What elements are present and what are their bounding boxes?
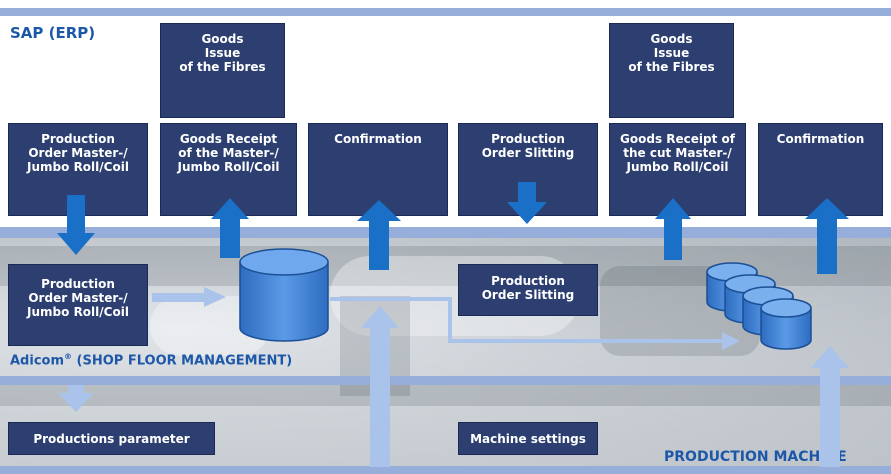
- machine-bottom-stripe: [0, 466, 891, 474]
- production-machine-title: PRODUCTION MACHINE: [664, 449, 847, 465]
- light-connector-lines: [330, 297, 726, 343]
- adicom-bottom-stripe: [0, 376, 891, 385]
- adicom-production-order-master-box: Production Order Master-/ Jumbo Roll/Coi…: [8, 264, 148, 346]
- arrow-up-icon: [805, 198, 849, 274]
- productions-parameter-box: Productions parameter: [8, 422, 215, 455]
- database-stack-icon: [706, 262, 812, 350]
- sap-goods-receipt-cut-box: Goods Receipt of the cut Master-/ Jumbo …: [609, 123, 746, 216]
- arrow-right-icon: [152, 287, 226, 307]
- arrow-right-icon: [722, 332, 740, 350]
- sap-confirmation-1-box: Confirmation: [308, 123, 448, 216]
- arrow-up-icon: [361, 306, 399, 467]
- adicom-title-reg: ®: [64, 352, 73, 361]
- arrow-down-icon: [58, 385, 94, 412]
- arrow-up-icon: [211, 198, 249, 258]
- sap-confirmation-2-box: Confirmation: [758, 123, 883, 216]
- arrow-up-icon: [357, 200, 401, 270]
- goods-issue-fibres-1-box: Goods Issue of the Fibres: [160, 23, 285, 118]
- machine-settings-box: Machine settings: [458, 422, 598, 455]
- arrow-up-icon: [655, 198, 691, 260]
- goods-issue-fibres-2-box: Goods Issue of the Fibres: [609, 23, 734, 118]
- adicom-title-rest: (SHOP FLOOR MANAGEMENT): [72, 353, 293, 369]
- arrow-down-icon: [57, 195, 95, 255]
- top-stripe: [0, 8, 891, 16]
- arrow-down-icon: [507, 182, 547, 224]
- adicom-title: Adicom® (SHOP FLOOR MANAGEMENT): [10, 352, 292, 368]
- adicom-production-order-slitting-box: Production Order Slitting: [458, 264, 598, 316]
- sap-title: SAP (ERP): [10, 24, 96, 42]
- arrow-up-icon: [811, 346, 849, 467]
- adicom-title-main: Adicom: [10, 353, 65, 369]
- database-icon: [239, 248, 329, 342]
- sap-bottom-stripe: [0, 227, 891, 238]
